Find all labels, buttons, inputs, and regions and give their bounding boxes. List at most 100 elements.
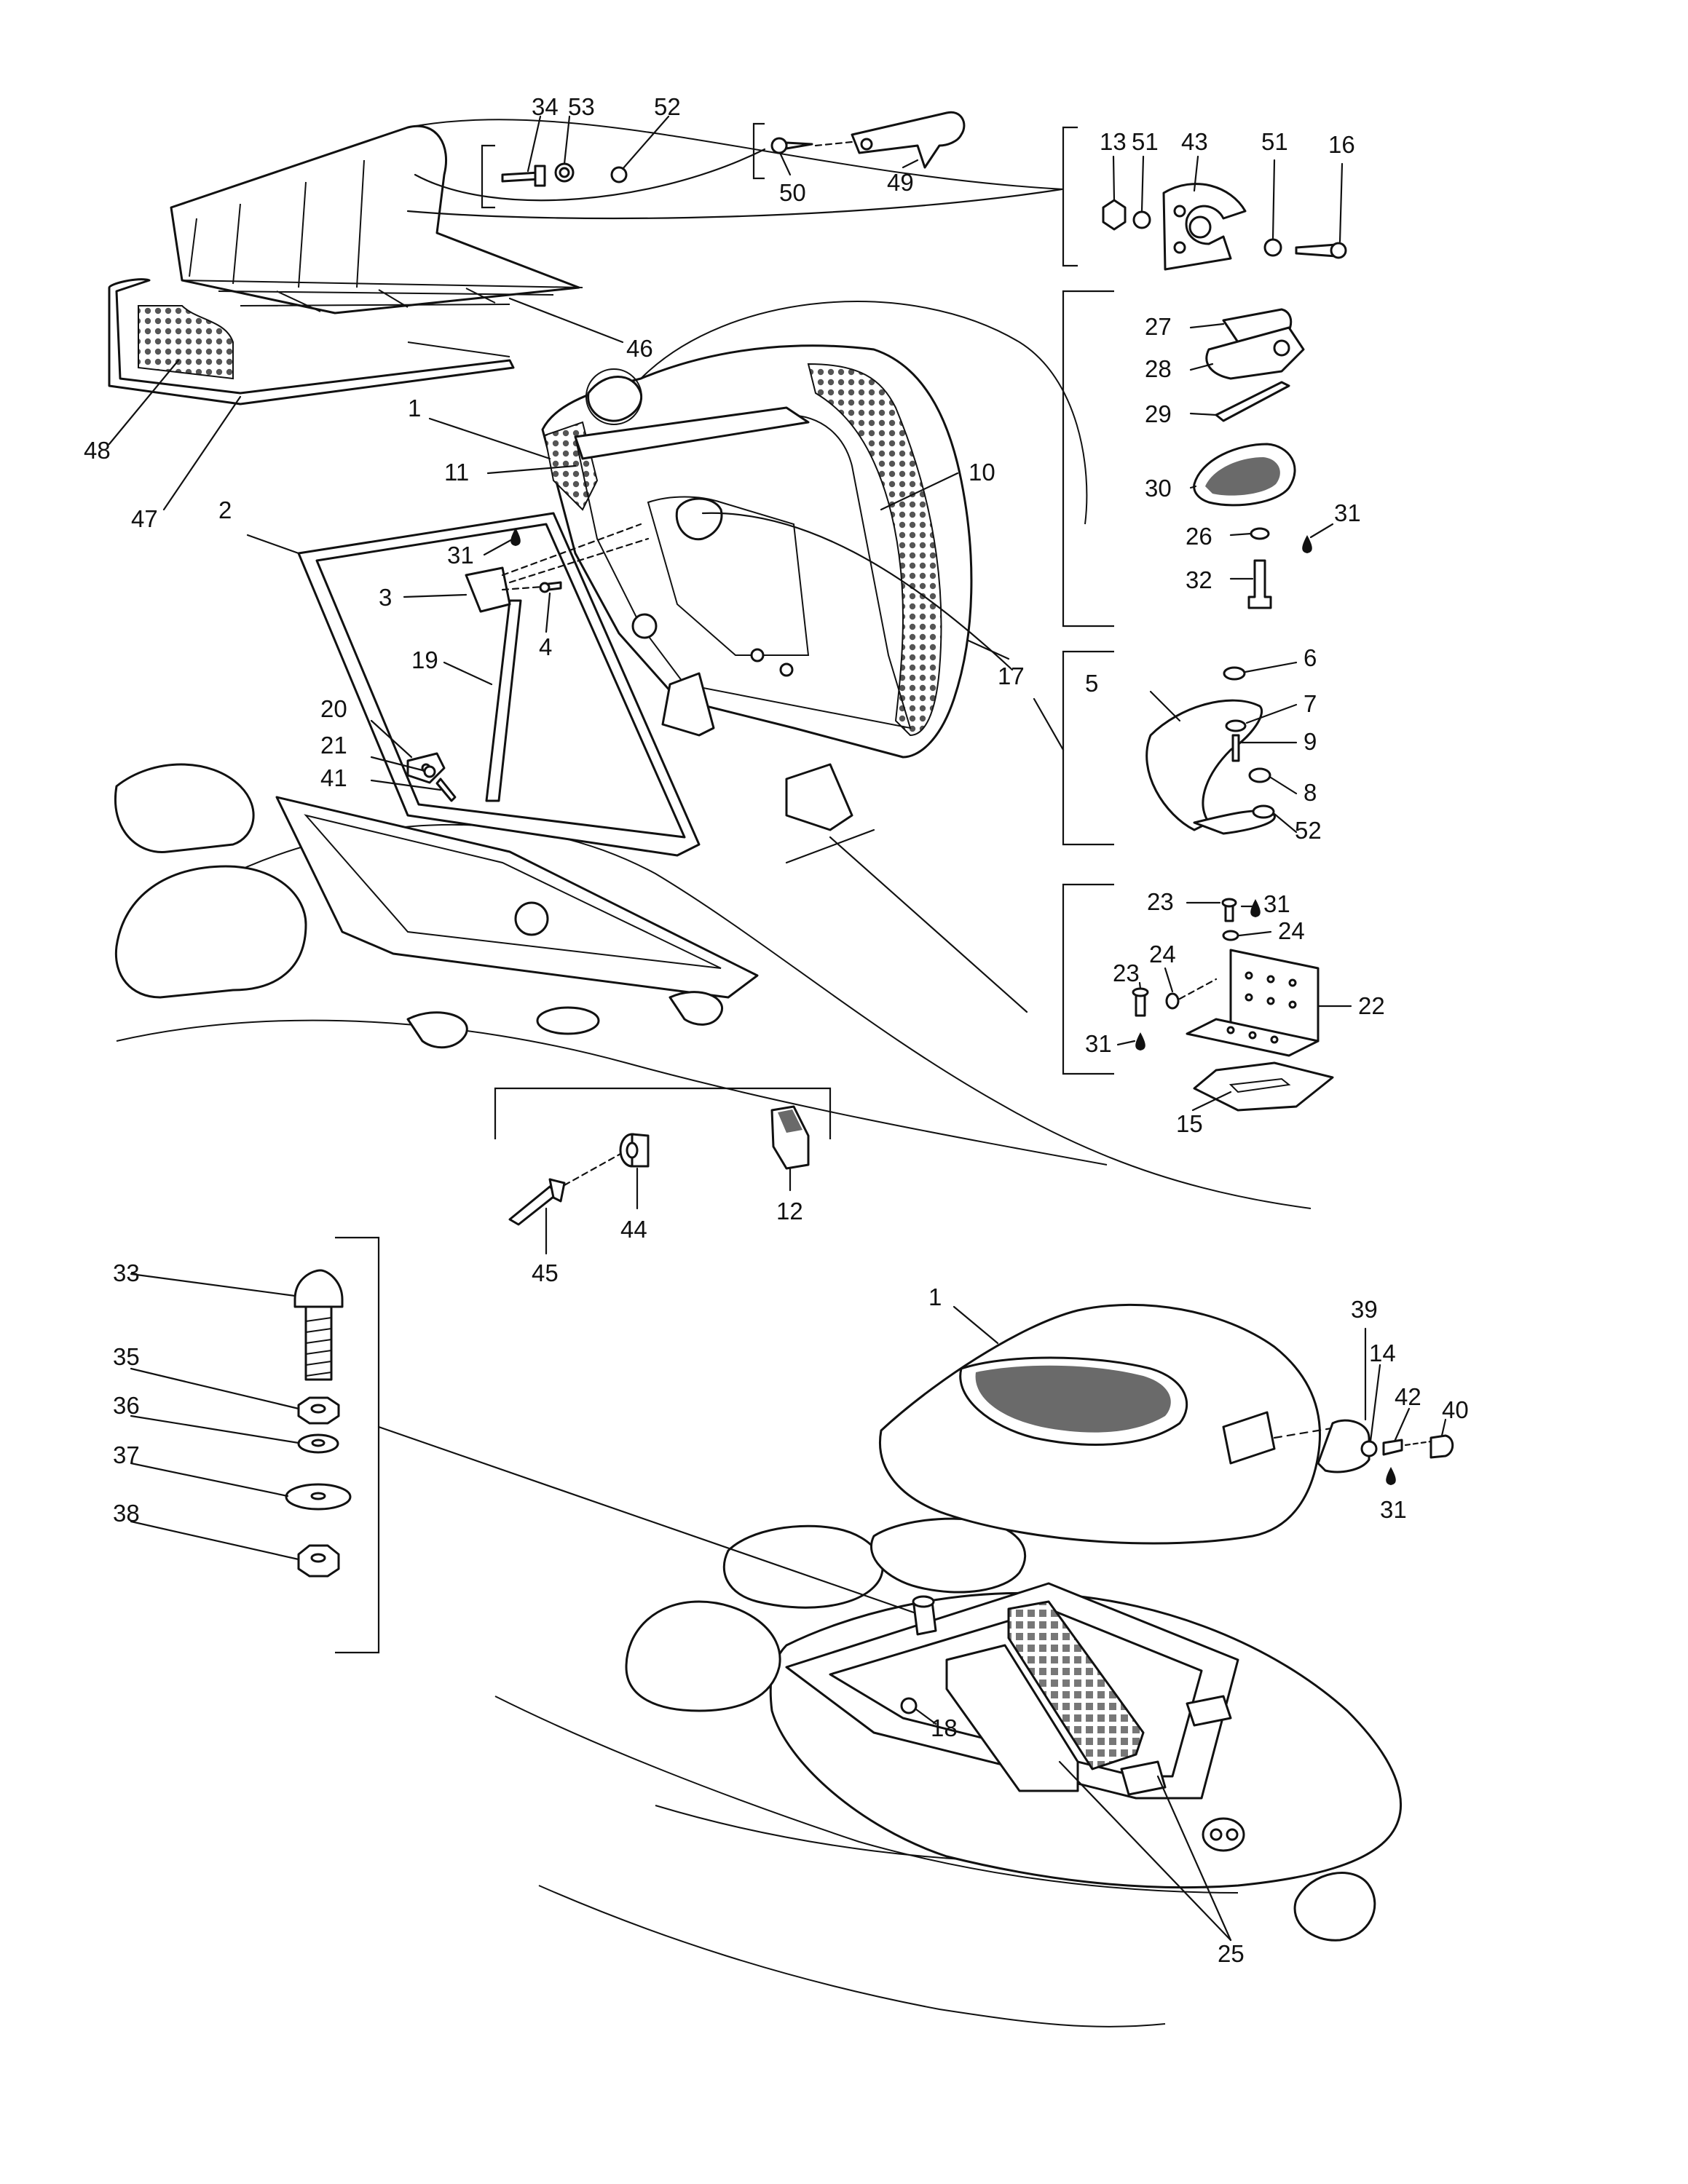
leader-24a <box>1238 930 1272 937</box>
leader-3 <box>403 593 468 598</box>
screw-3-dash <box>501 523 642 577</box>
line-17-to-cover <box>1033 697 1065 751</box>
leader-33 <box>130 1273 296 1297</box>
leader-40 <box>1440 1418 1447 1437</box>
bracket-50-49 <box>752 122 765 180</box>
label-4: 4 <box>539 633 552 660</box>
bracket-latch <box>1062 290 1114 628</box>
leader-38 <box>130 1520 300 1561</box>
shim-plate-slot <box>1228 1077 1291 1093</box>
fasteners-group-top-left <box>414 111 966 209</box>
bracket-bolt-stack <box>335 1236 380 1654</box>
washer-21 <box>423 765 436 778</box>
lid-gasket <box>297 512 701 857</box>
lid-gasket-inner <box>315 523 686 839</box>
leader-10 <box>880 472 959 511</box>
leader-30 <box>1189 485 1197 489</box>
drop-icon-2 <box>1302 535 1312 553</box>
drop-icon-5 <box>1135 1032 1145 1051</box>
bracket-hinge <box>1062 883 1114 1075</box>
leader-49 <box>902 159 919 169</box>
latch-post-top <box>912 1595 935 1608</box>
leader-1b <box>953 1305 999 1345</box>
leader-47 <box>162 395 242 511</box>
bolt-32 <box>1247 559 1272 609</box>
grommet-6 <box>1223 666 1246 681</box>
label-39: 39 <box>1351 1296 1378 1323</box>
label-5: 5 <box>1085 670 1098 697</box>
washer-36-hole <box>311 1439 326 1447</box>
bracket-13-16 <box>1062 126 1078 267</box>
leader-25a <box>1058 1760 1232 1942</box>
leader-lines <box>108 115 1447 1942</box>
rear-bumper <box>1293 1872 1376 1942</box>
label-37: 37 <box>113 1441 140 1468</box>
label-6: 6 <box>1304 644 1317 671</box>
bolt-34 <box>501 171 540 183</box>
clip-43-hole-2 <box>1173 241 1186 254</box>
leader-15 <box>1191 1091 1232 1112</box>
latch-plate-hole <box>1273 339 1290 357</box>
label-42: 42 <box>1395 1383 1421 1410</box>
label-12: 12 <box>776 1198 803 1224</box>
cap-40 <box>1429 1434 1454 1459</box>
screw-42 <box>1382 1439 1403 1456</box>
leader-31a <box>483 537 515 556</box>
label-21: 21 <box>320 732 347 759</box>
line-to-lid-hinge <box>406 188 1063 220</box>
label-22: 22 <box>1358 992 1385 1019</box>
label-38: 38 <box>113 1500 140 1527</box>
lid-hinge-1 <box>661 672 715 737</box>
label-32: 32 <box>1186 566 1212 593</box>
leader-51b <box>1271 159 1276 240</box>
nut-38-hole <box>310 1553 326 1563</box>
label-23-left: 23 <box>1113 960 1140 986</box>
screw-3-dash-2 <box>508 537 650 584</box>
label-52-cover: 52 <box>1295 817 1322 844</box>
label-49: 49 <box>887 169 914 196</box>
hinge-group <box>829 836 1334 1112</box>
cover-group <box>1033 650 1276 846</box>
leader-36 <box>130 1415 300 1444</box>
leader-29 <box>1189 412 1218 416</box>
leader-31d <box>1116 1040 1136 1046</box>
bracket-middle <box>494 1087 832 1139</box>
bracket-49 <box>851 111 966 169</box>
label-27: 27 <box>1145 313 1172 340</box>
leader-51a <box>1140 155 1145 213</box>
label-10: 10 <box>969 459 995 486</box>
leader-41 <box>370 779 442 791</box>
pin-45-head <box>548 1178 566 1203</box>
lower-seat-2 <box>722 1524 884 1609</box>
lid-hinge-2 <box>785 763 853 831</box>
nut-13 <box>1102 199 1127 231</box>
label-52-top: 52 <box>654 93 681 120</box>
label-11: 11 <box>444 459 469 486</box>
leader-46 <box>508 297 624 344</box>
leader-17 <box>967 639 1010 660</box>
label-47: 47 <box>131 505 158 532</box>
hinge-22-holes <box>1226 971 1297 1044</box>
leader-42 <box>1393 1407 1411 1443</box>
hinge-screw-dash <box>1178 978 1218 1000</box>
leader-53 <box>563 115 571 165</box>
leader-35 <box>130 1367 300 1410</box>
leader-8 <box>1269 776 1298 795</box>
screw-23-top-head <box>1221 898 1237 908</box>
washer-51-right <box>1263 238 1282 257</box>
leader-43 <box>1193 155 1199 192</box>
label-25: 25 <box>1218 1940 1245 1967</box>
label-2: 2 <box>218 496 232 523</box>
washer-51-left <box>1132 210 1151 229</box>
label-14: 14 <box>1369 1340 1396 1366</box>
label-31-hinge-left: 31 <box>1085 1030 1112 1057</box>
lid-curve-to-17 <box>701 512 1014 671</box>
leader-7 <box>1245 703 1298 724</box>
label-24-top: 24 <box>1278 917 1305 944</box>
screw-50-dash <box>814 141 853 147</box>
washer-52-cover <box>1252 804 1275 819</box>
bolt-33-shank <box>304 1305 333 1381</box>
bushing-44-hole <box>626 1142 639 1159</box>
label-35: 35 <box>113 1343 140 1370</box>
